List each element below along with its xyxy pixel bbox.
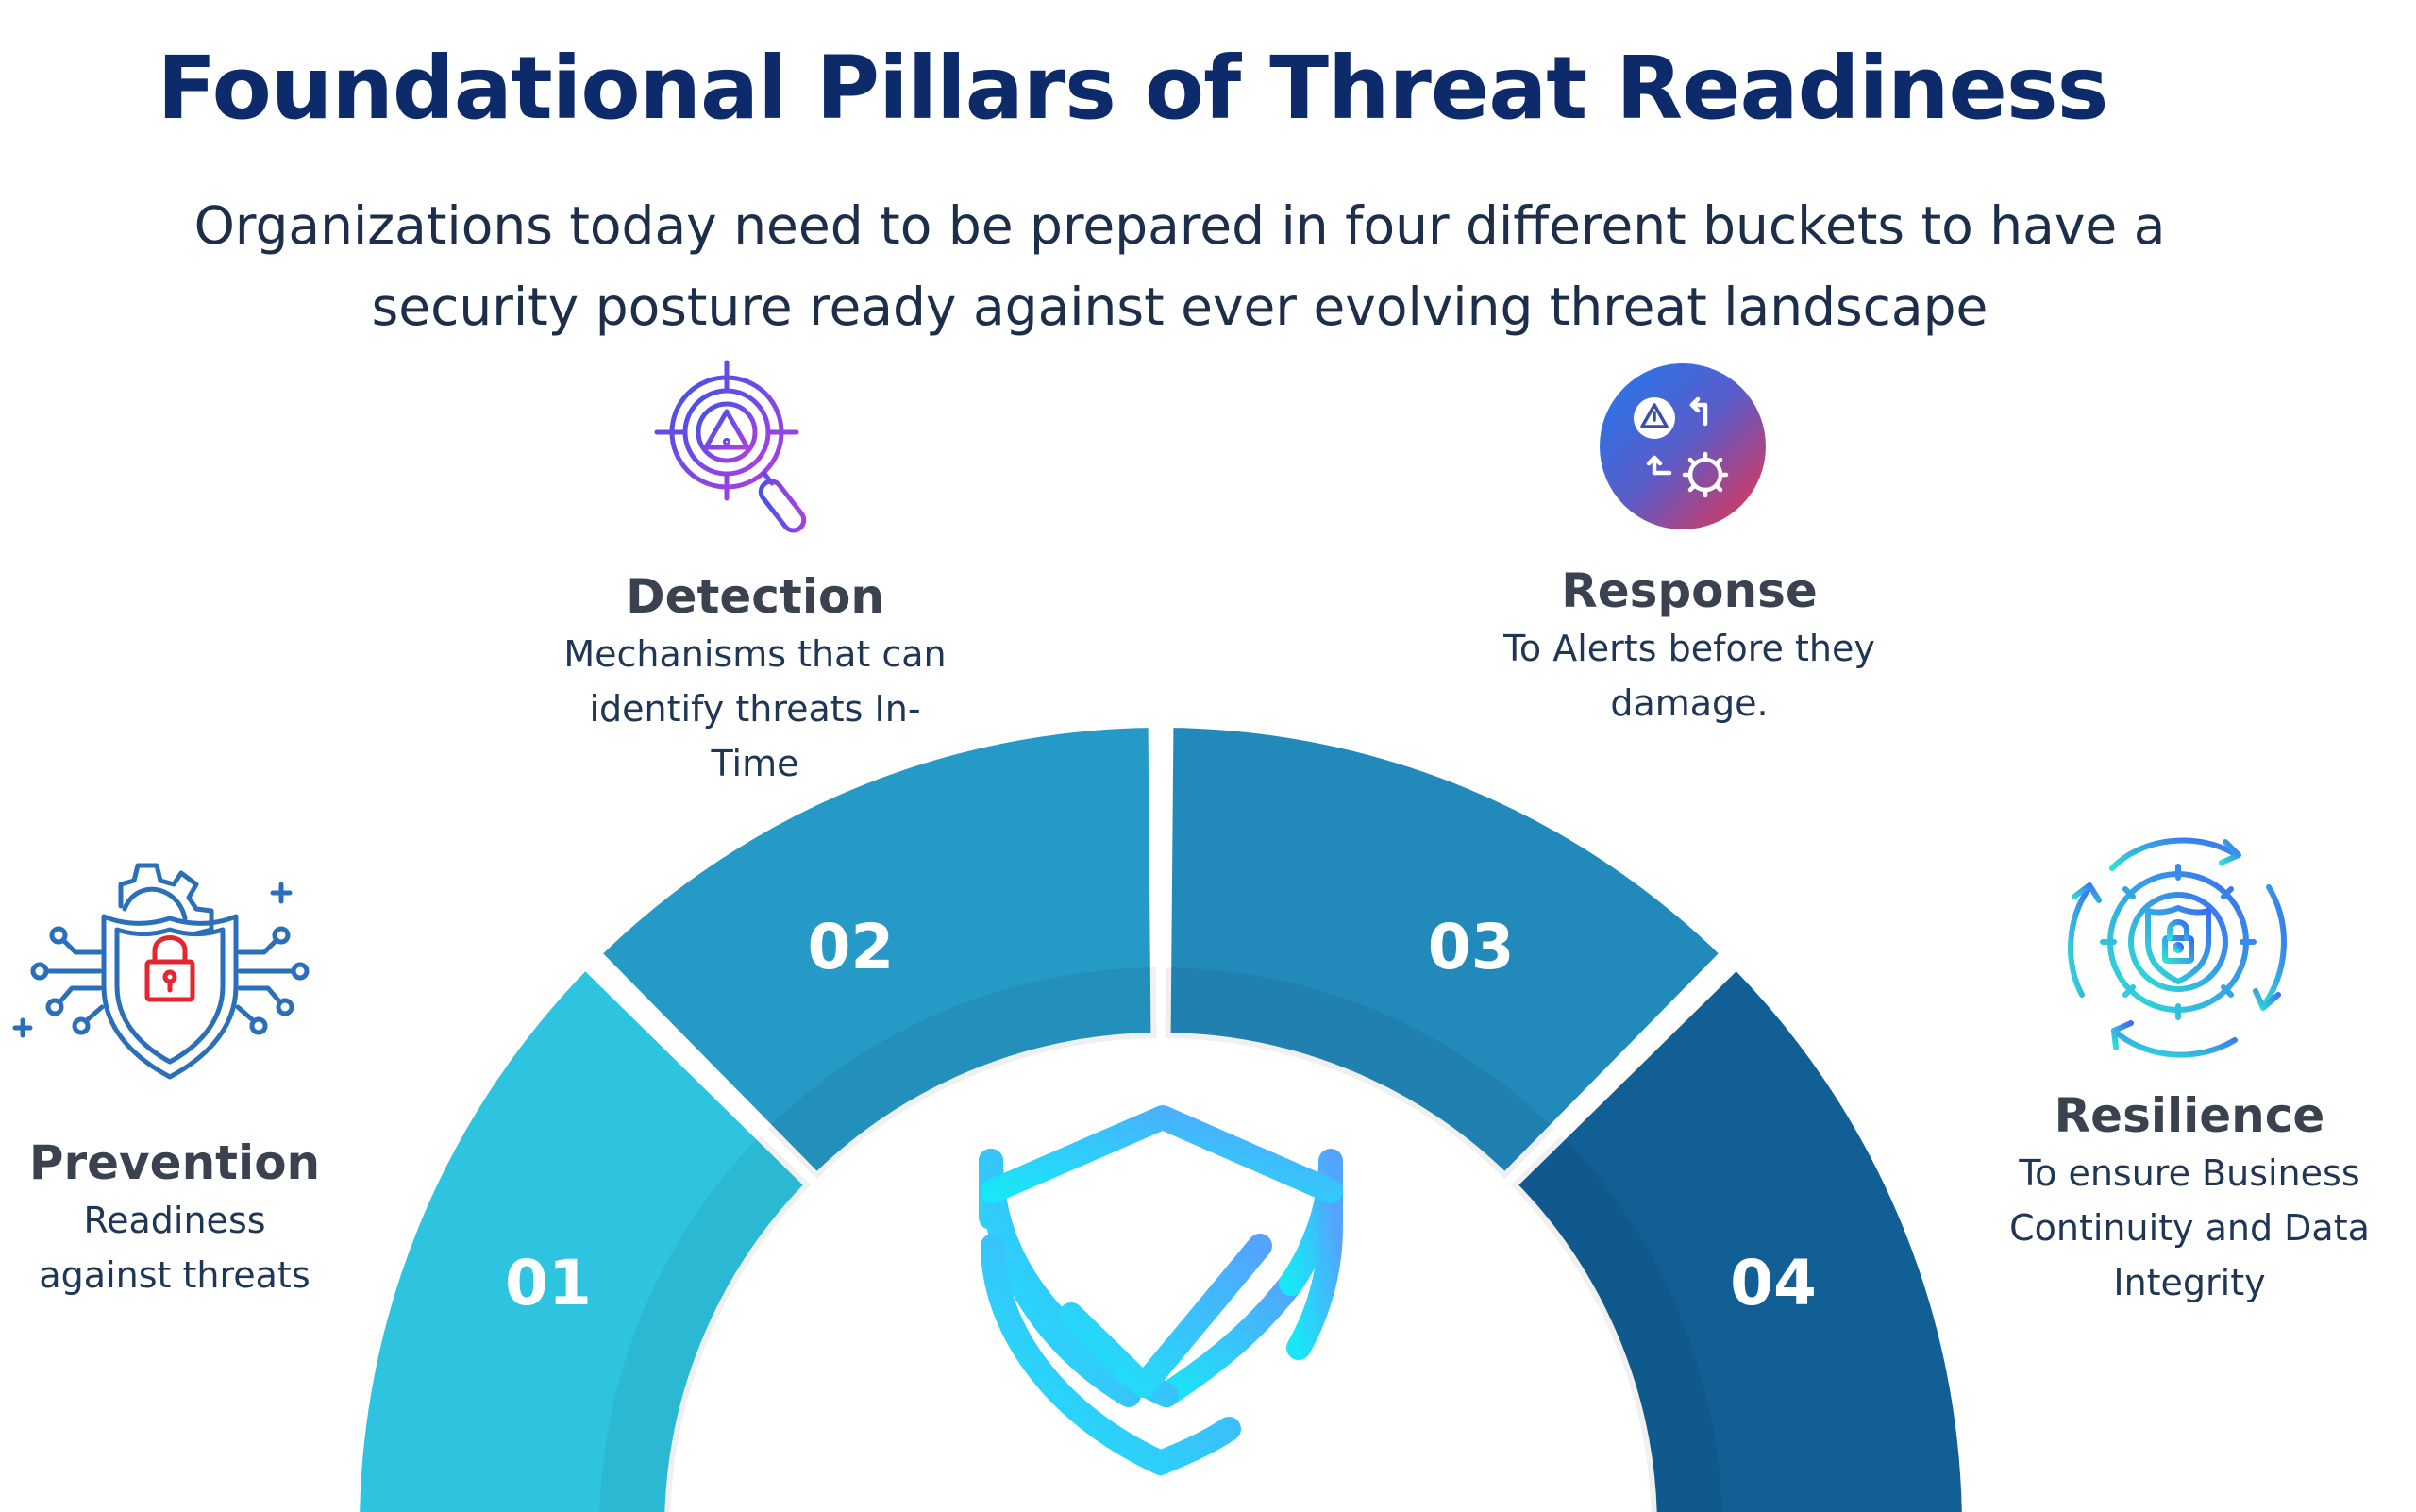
- pillar-desc-line: To ensure Business: [2019, 1152, 2360, 1194]
- pillar-prevention: Prevention Readiness against threats: [9, 1133, 340, 1302]
- shield-lock-circuit-icon: [12, 863, 310, 1080]
- target-warning-magnifier-icon: [654, 360, 807, 533]
- segment-inner-band: [766, 967, 1157, 1180]
- pillar-response: Response To Alerts before they damage.: [1463, 561, 1916, 731]
- pillar-desc-line: Readiness: [83, 1200, 266, 1241]
- pillar-name: Resilience: [2054, 1088, 2325, 1143]
- segment-number: 04: [1730, 1247, 1817, 1319]
- pillar-desc-line: Integrity: [2113, 1262, 2266, 1303]
- pillar-detection: Detection Mechanisms that can identify t…: [528, 566, 982, 791]
- pillar-desc-line: identify threats In-: [589, 688, 921, 730]
- segment-number: 03: [1428, 911, 1515, 983]
- segment-02: [587, 715, 1163, 1187]
- gear-lock-cycle-icon: [2068, 837, 2287, 1058]
- shield-check-outline: [993, 1105, 1343, 1475]
- pillar-desc-line: Mechanisms that can: [563, 633, 947, 675]
- page-subtitle: Organizations today need to be prepared …: [193, 195, 2166, 337]
- pillar-resilience: Resilience To ensure Business Continuity…: [1972, 1085, 2407, 1310]
- pillar-name: Response: [1561, 563, 1818, 618]
- pillar-name: Detection: [626, 569, 884, 624]
- pillar-desc-line: Continuity and Data: [2009, 1207, 2370, 1249]
- segment-01: [348, 955, 819, 1512]
- segment-number: 01: [505, 1247, 592, 1319]
- pillar-desc-line: To Alerts before they: [1503, 628, 1875, 669]
- pillar-name: Prevention: [28, 1135, 321, 1190]
- pillar-desc-line: damage.: [1610, 682, 1769, 724]
- pillar-desc-line: against threats: [39, 1254, 310, 1296]
- segment-inner-band: [1510, 1134, 1722, 1512]
- segment-04: [1502, 955, 1973, 1512]
- segment-inner-band: [1165, 967, 1555, 1180]
- pillar-desc-line: Time: [711, 743, 799, 784]
- segment-number: 02: [807, 911, 894, 983]
- segment-03: [1159, 715, 1735, 1187]
- segment-inner-band: [599, 1134, 812, 1512]
- alert-response-gear-icon: [1600, 363, 1766, 529]
- page-title: Foundational Pillars of Threat Readiness: [157, 38, 2109, 139]
